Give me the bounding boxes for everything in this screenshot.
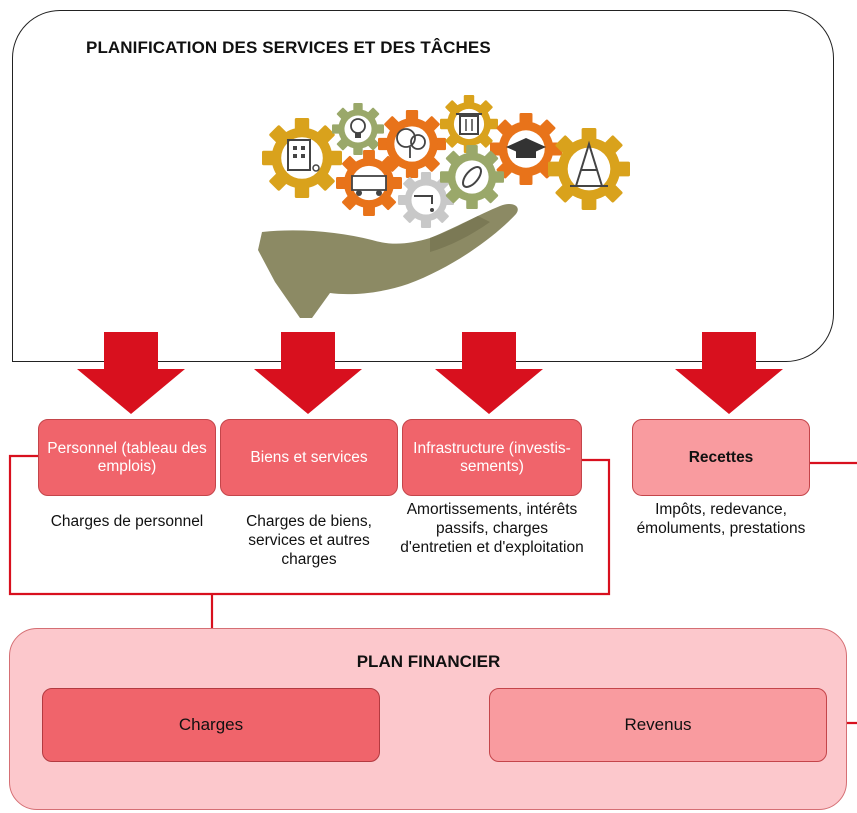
description-personnel: Charges de personnel [50, 513, 204, 530]
arrow-infra [435, 332, 543, 414]
category-personnel-label: Personnel (tableau des emplois) [47, 439, 207, 475]
down-arrows [77, 332, 783, 414]
category-infrastructure: Infrastructure (investis-sements) [402, 419, 582, 496]
description-infrastructure: Amortissements, intérêts passifs, charge… [400, 501, 584, 556]
traffic-cone-icon [548, 128, 630, 210]
category-personnel: Personnel (tableau des emplois) [38, 419, 216, 496]
category-biens-services-label: Biens et services [250, 448, 368, 466]
paperclip-icon [440, 145, 504, 209]
revenus-label: Revenus [624, 715, 692, 734]
category-infrastructure-label: Infrastructure (investis-sements) [413, 439, 571, 475]
building-icon [262, 118, 342, 198]
charges-label: Charges [178, 715, 244, 734]
graduation-cap-icon [490, 113, 562, 185]
arrow-recettes [675, 332, 783, 414]
category-recettes: Recettes [632, 419, 810, 496]
category-recettes-label: Recettes [688, 448, 754, 466]
water-tap-icon [398, 172, 454, 228]
arrow-biens [254, 332, 362, 414]
plan-financier-title: PLAN FINANCIER [356, 652, 501, 671]
charges-box: Charges [42, 688, 380, 762]
description-biens-services: Charges de biens, services et autres cha… [246, 513, 372, 568]
category-biens-services: Biens et services [220, 419, 398, 496]
description-recettes: Impôts, redevance, émoluments, prestatio… [636, 501, 806, 537]
service-planning-title: PLANIFICATION DES SERVICES ET DES TÂCHES [86, 38, 491, 57]
lightbulb-icon [332, 103, 384, 155]
tree-icon [378, 110, 446, 178]
trash-can-icon [440, 95, 498, 153]
revenus-box: Revenus [489, 688, 827, 762]
arrow-personnel [77, 332, 185, 414]
fire-truck-icon [336, 150, 402, 216]
